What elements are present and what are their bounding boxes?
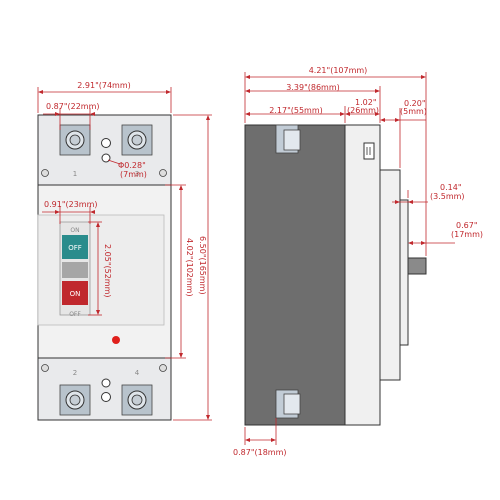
on-button [62, 281, 88, 305]
off-button-label: OFF [68, 244, 82, 252]
dim-handle-length-inch: 0.67" [456, 221, 478, 230]
top-mount-hole-lower [101, 153, 111, 163]
dim-switch-width: 0.91"(23mm) [42, 200, 98, 224]
dim-overall-width: 2.91"(74mm) [37, 81, 172, 113]
bottom-mount-hole-lower [101, 392, 111, 402]
terminal-label-1: 1 [73, 170, 77, 178]
dim-body-height-label: 4.02"(102mm) [185, 238, 194, 297]
side-handle-step [399, 199, 409, 346]
dim-hole-diameter: Φ0.28" (7mm) [107, 159, 147, 179]
dim-middle-depth-inch: 1.02" [355, 98, 377, 107]
bottom-terminal-right [121, 384, 153, 416]
top-terminal-left [59, 124, 91, 156]
dim-switch-width-label: 0.91"(23mm) [44, 200, 98, 209]
side-terminal-bottom [275, 389, 301, 419]
screw-bottom-left [41, 364, 49, 372]
dim-body-height: 4.02"(102mm) [165, 184, 194, 359]
dim-terminal-offset-label: 0.87"(18mm) [233, 448, 287, 457]
dim-switch-height: 2.05"(52mm) [88, 221, 112, 316]
dim-middle-depth: 1.02" (26mm) [345, 98, 380, 116]
dim-overall-height: 6.50"(165mm) [173, 114, 212, 421]
terminal-label-4: 4 [135, 369, 140, 377]
side-base [244, 124, 346, 426]
screw-top-right [159, 169, 167, 177]
dim-switch-height-label: 2.05"(52mm) [103, 244, 112, 298]
dim-terminal-spacing: 0.87"(22mm) [43, 102, 100, 130]
dim-handle-step-mm: (3.5mm) [430, 192, 465, 201]
dim-overall-depth: 4.21"(107mm) [244, 66, 427, 256]
dim-terminal-spacing-label: 0.87"(22mm) [46, 102, 100, 111]
dim-handle-length-mm: (17mm) [451, 230, 483, 239]
dim-front-step-inch: 0.20" [404, 99, 426, 108]
front-view: 1 3 ON OFF ON OFF 2 4 [37, 81, 212, 421]
switch-toggle [62, 262, 88, 278]
side-handle [407, 257, 427, 275]
dim-step-depth-label: 3.39"(86mm) [286, 83, 340, 92]
dim-hole-diameter-mm: (7mm) [120, 170, 147, 179]
indicator-light [112, 336, 120, 344]
side-middle [344, 124, 381, 426]
side-view: 4.21"(107mm) 3.39"(86mm) 2.17"(55mm) 1.0… [233, 66, 483, 457]
dim-terminal-offset: 0.87"(18mm) [233, 418, 287, 457]
dim-overall-depth-label: 4.21"(107mm) [309, 66, 368, 75]
dim-base-depth-label: 2.17"(55mm) [269, 106, 323, 115]
dim-overall-width-label: 2.91"(74mm) [77, 81, 131, 90]
off-button [62, 235, 88, 259]
terminal-label-2: 2 [73, 369, 77, 377]
switch-state-off-label: OFF [69, 311, 81, 318]
dim-handle-step-inch: 0.14" [440, 183, 462, 192]
screw-top-left [41, 169, 49, 177]
top-terminal-right [121, 124, 153, 156]
on-button-label: ON [70, 290, 81, 298]
dim-base-depth: 2.17"(55mm) [245, 106, 346, 123]
dim-handle-length: 0.67" (17mm) [408, 221, 483, 245]
top-mount-hole-upper [101, 138, 111, 148]
dim-step-depth: 3.39"(86mm) [245, 83, 381, 123]
side-terminal-top [275, 124, 301, 154]
switch-panel [37, 214, 165, 326]
dim-hole-diameter-inch: Φ0.28" [118, 161, 146, 170]
side-latch [363, 142, 375, 160]
bottom-terminal-left [59, 384, 91, 416]
switch-state-on-label: ON [70, 227, 79, 234]
terminal-label-3: 3 [135, 170, 139, 178]
dim-middle-depth-mm: (26mm) [347, 106, 379, 115]
screw-bottom-right [159, 364, 167, 372]
bottom-mount-hole-upper [101, 378, 111, 388]
dim-front-step-mm: (5mm) [400, 107, 427, 116]
dim-overall-height-label: 6.50"(165mm) [198, 236, 207, 295]
dim-front-step: 0.20" (5mm) [380, 99, 427, 168]
dim-handle-step: 0.14" (3.5mm) [392, 183, 465, 204]
